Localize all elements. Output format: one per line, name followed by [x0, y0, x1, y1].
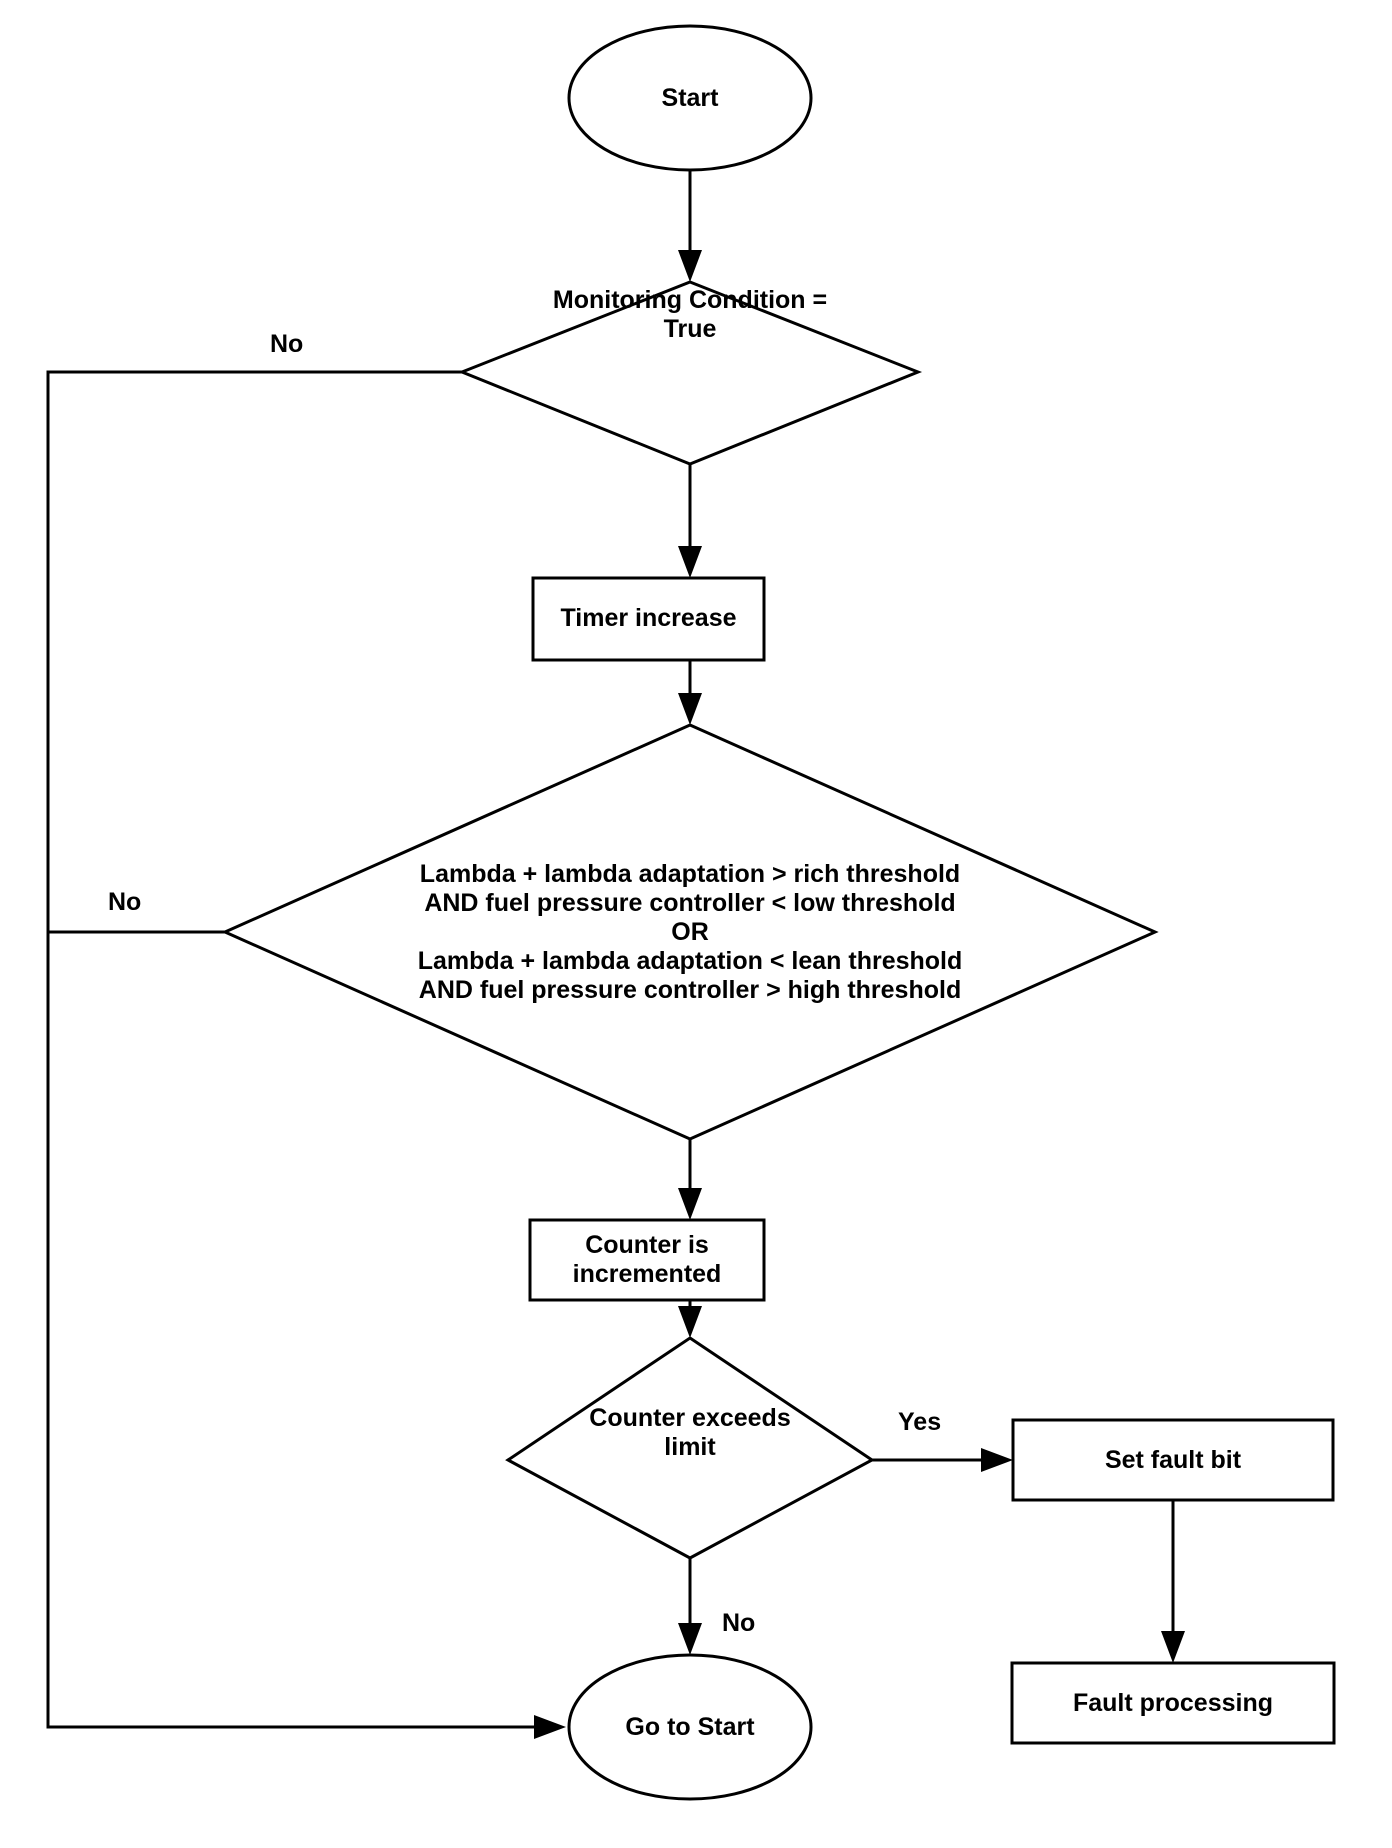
node-set-fault-bit-shape[interactable] — [1011, 1418, 1335, 1502]
node-lambda-condition-shape[interactable] — [221, 723, 1159, 1141]
edge-monitoring-no — [46, 370, 566, 1739]
node-go-to-start-shape[interactable] — [567, 1653, 813, 1801]
edge-fault-bit-to-processing — [1161, 1500, 1185, 1663]
edge-monitoring-to-timer — [678, 464, 702, 578]
edge-label-limit-yes: Yes — [898, 1408, 942, 1436]
node-timer-increase-shape[interactable] — [531, 576, 766, 662]
edge-lambda-to-counter — [678, 1139, 702, 1220]
node-fault-processing-shape[interactable] — [1010, 1661, 1336, 1745]
node-counter-incremented-shape[interactable] — [528, 1218, 766, 1302]
edge-limit-yes — [872, 1448, 1013, 1472]
edge-start-to-monitoring — [678, 170, 702, 282]
edge-label-monitoring-no: No — [270, 330, 304, 358]
edge-label-lambda-no: No — [108, 888, 142, 916]
edge-timer-to-lambda — [678, 660, 702, 725]
edge-limit-no — [678, 1558, 702, 1655]
node-start-shape[interactable] — [567, 24, 813, 172]
node-monitoring-condition-shape[interactable] — [457, 280, 923, 466]
edge-counter-to-limit — [678, 1300, 702, 1338]
node-counter-exceeds-limit-shape[interactable] — [505, 1336, 875, 1560]
edge-label-limit-no: No — [722, 1609, 756, 1637]
